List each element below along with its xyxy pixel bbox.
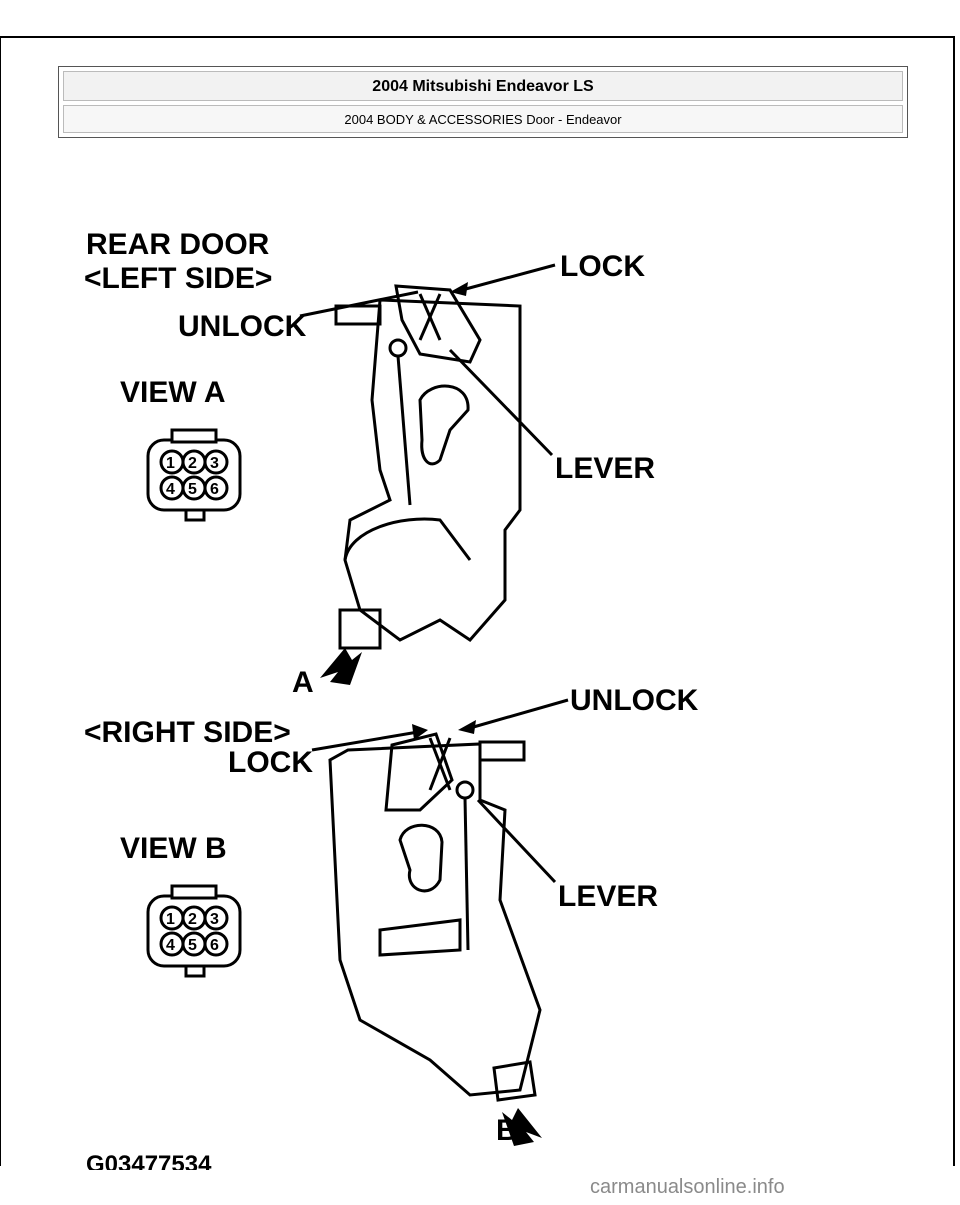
unlock-leader-bottom [469,698,569,730]
lever-label-top: LEVER [555,452,655,485]
pin-4-a: 4 [166,481,175,498]
lever-label-bottom: LEVER [558,880,658,913]
pin-1-a: 1 [166,455,175,472]
document-subtitle: 2004 BODY & ACCESSORIES Door - Endeavor [63,105,903,133]
door-lock-actuator-figure: REAR DOOR <LEFT SIDE> LOCK UNLOCK LEVER … [84,228,699,1170]
unlock-label-top: UNLOCK [178,310,307,343]
watermark: carmanualsonline.info [590,1176,785,1198]
document-title: 2004 Mitsubishi Endeavor LS [63,71,903,101]
pin-6-a: 6 [210,481,219,498]
marker-a-label: A [292,666,314,699]
actuator-right-side [328,732,542,1102]
pin-5-a: 5 [188,481,197,498]
lever-leader-top [448,348,554,457]
pin-3-a: 3 [210,455,219,472]
actuator-left-side [334,284,522,650]
pin-2-a: 2 [188,455,197,472]
rear-door-label: REAR DOOR [86,228,270,261]
pin-2-b: 2 [188,911,197,928]
connector-view-a [146,428,242,522]
right-side-label: <RIGHT SIDE> [84,716,291,749]
pin-5-b: 5 [188,937,197,954]
arrow-b-icon [502,1108,542,1146]
pin-3-b: 3 [210,911,219,928]
unlock-arrowhead-bottom [458,720,476,734]
lock-arrowhead-top [450,282,468,296]
left-side-label: <LEFT SIDE> [84,262,272,295]
pin-1-b: 1 [166,911,175,928]
unlock-label-bottom: UNLOCK [570,684,699,717]
lock-arrowhead-bottom [412,724,428,740]
page-frame [0,36,955,1166]
pin-4-b: 4 [166,937,175,954]
figure-code: G03477534 [86,1151,212,1170]
connector-view-b [146,884,242,978]
view-b-label: VIEW B [120,832,227,865]
document-header: 2004 Mitsubishi Endeavor LS 2004 BODY & … [58,66,908,138]
lock-leader-top [461,263,556,292]
lock-leader-bottom [311,730,419,752]
pin-6-b: 6 [210,937,219,954]
marker-b-label: B [496,1114,518,1147]
lock-label-bottom: LOCK [228,746,313,779]
arrow-a-icon [320,648,362,685]
lock-label-top: LOCK [560,250,645,283]
view-a-label: VIEW A [120,376,226,409]
lever-leader-bottom [476,798,557,884]
